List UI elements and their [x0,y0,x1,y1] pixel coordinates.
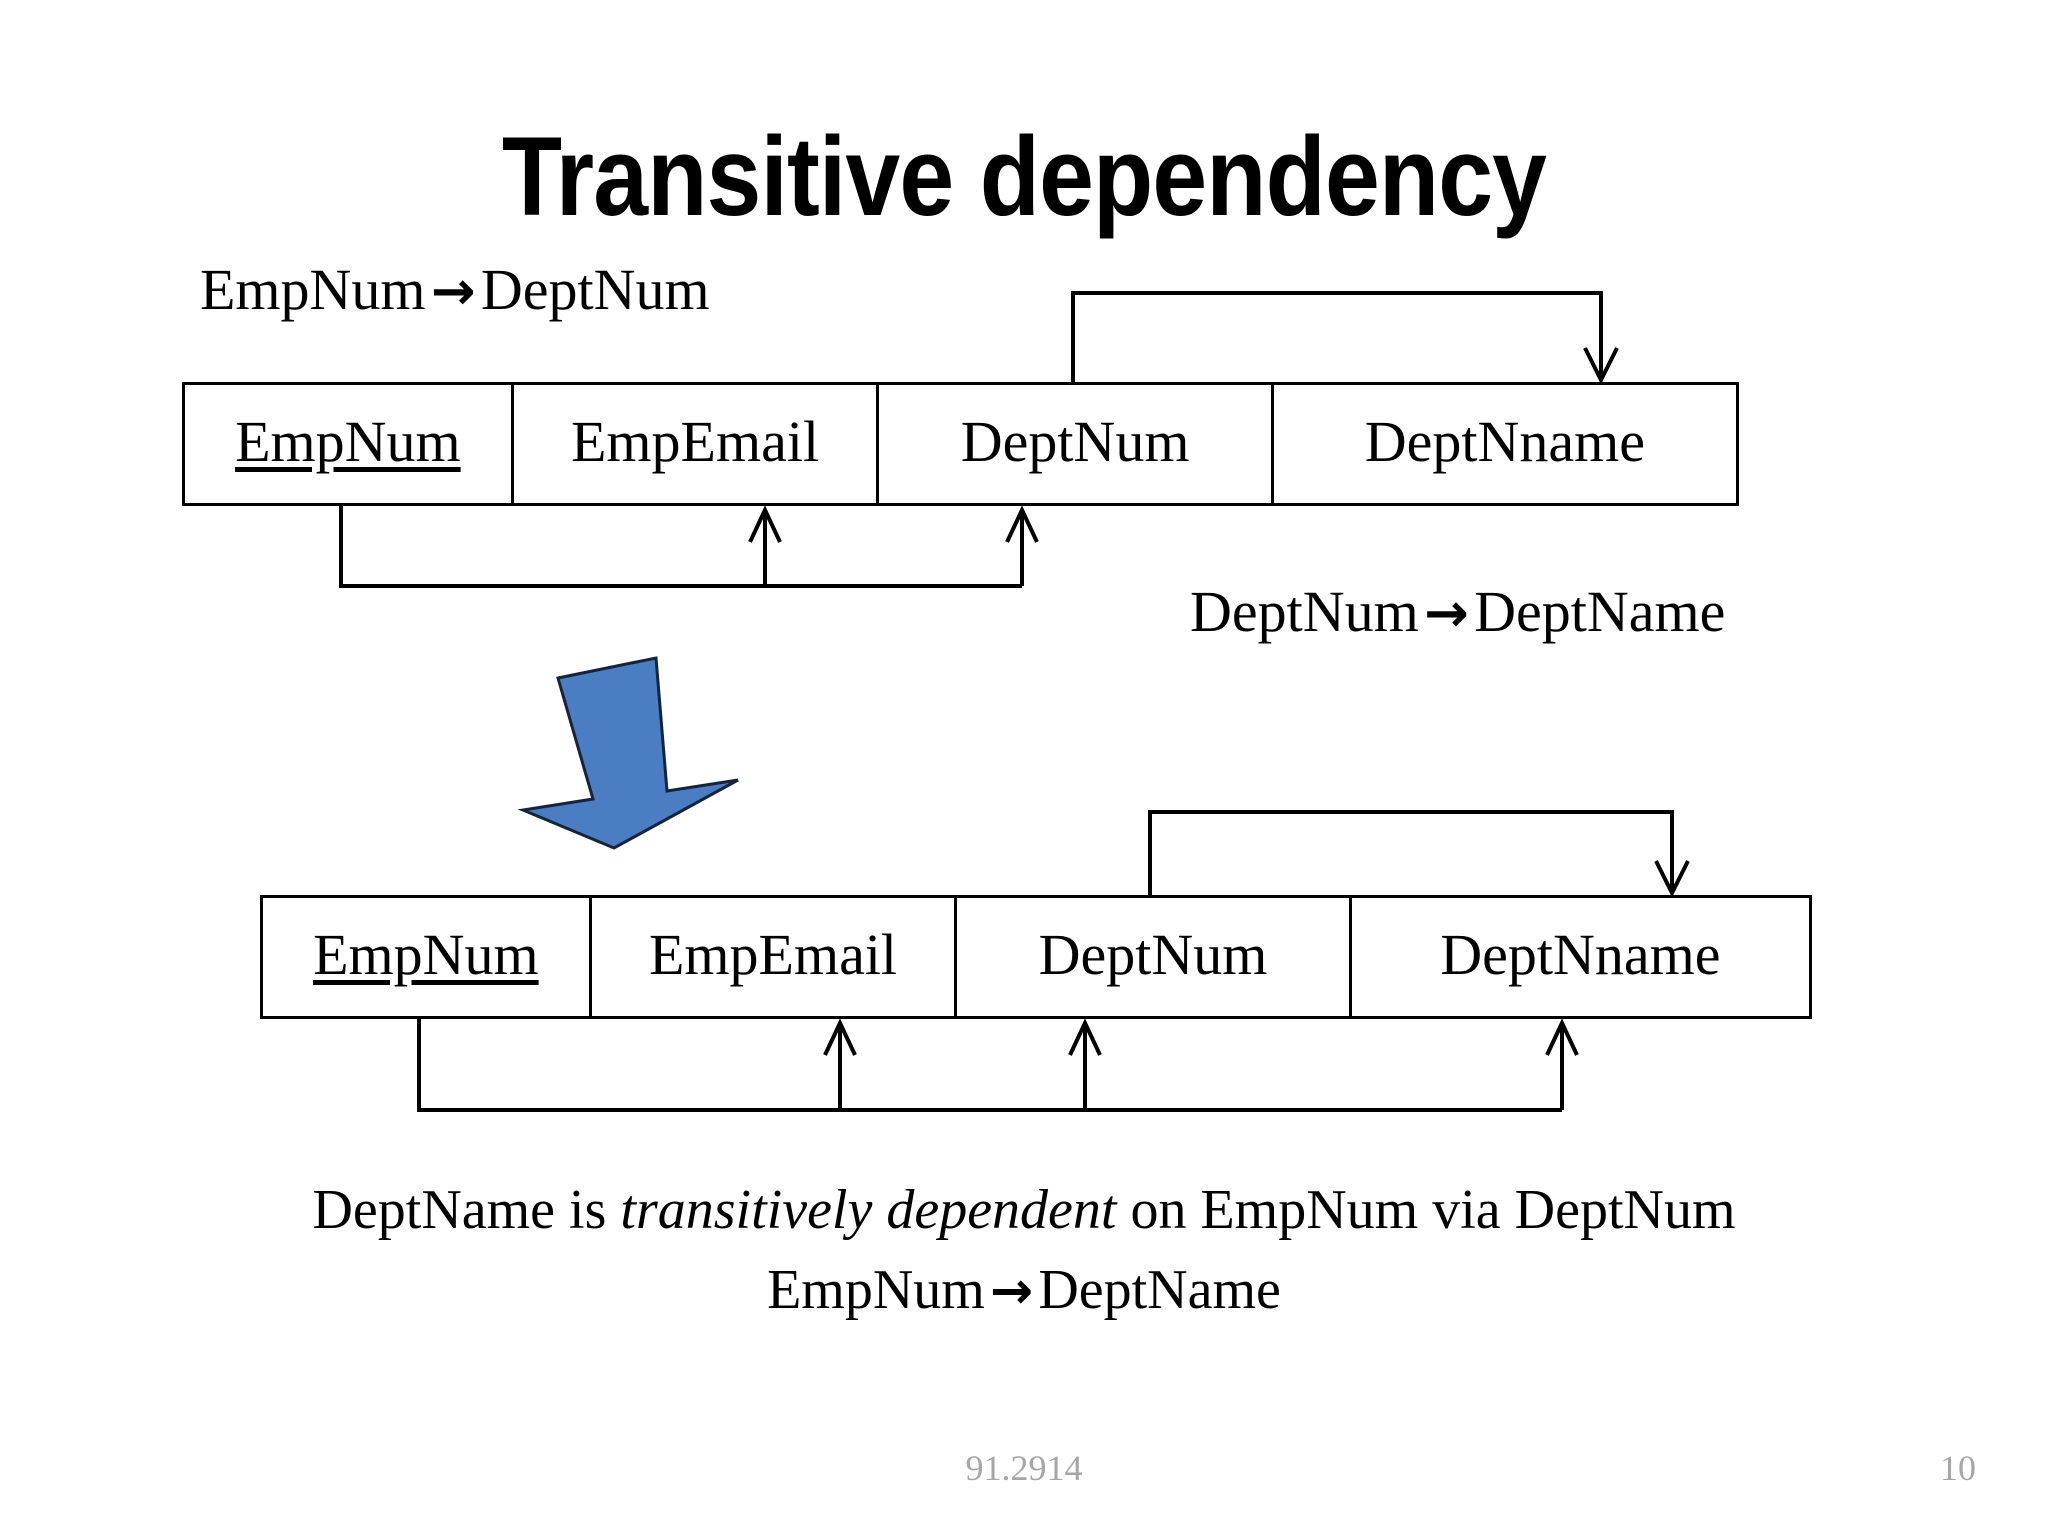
caption-part-1: DeptName is [312,1179,621,1241]
fd-annotation-deptnum-deptname: DeptNum→DeptName [1190,580,1725,644]
relation-table-bottom: EmpNum EmpEmail DeptNum DeptNname [260,895,1812,1019]
footer-course-code: 91.2914 [965,1448,1083,1488]
attribute-cell-deptnname: DeptNname [1352,898,1809,1016]
blue-down-arrow-icon [517,656,739,850]
fd-rhs-label: DeptNum [480,257,710,322]
connector-empnum-to-others-top [339,505,1039,588]
page-number: 10 [1940,1448,1976,1488]
fd-annotation-empnum-deptnum: EmpNum→DeptNum [200,258,710,322]
caption-transitive-dependency: DeptName is transitively dependent on Em… [0,1178,2048,1242]
attribute-cell-empnum: EmpNum [185,385,514,503]
attribute-cell-empemail: EmpEmail [592,898,958,1016]
fd-lhs-label: EmpNum [200,257,426,322]
attribute-label: EmpEmail [571,408,820,474]
attribute-cell-deptnum: DeptNum [879,385,1274,503]
fd-lhs-label: EmpNum [767,1259,985,1321]
arrow-right-icon: → [430,259,476,322]
caption-emphasis: transitively dependent [620,1179,1117,1241]
caption-part-2: on EmpNum via DeptNum [1116,1179,1736,1241]
caption-fd-empnum-deptname: EmpNum→DeptName [0,1258,2048,1322]
attribute-cell-deptnum: DeptNum [957,898,1352,1016]
fd-rhs-label: DeptName [1038,1259,1281,1321]
attribute-label: DeptNum [1038,921,1268,987]
attribute-label: DeptNname [1440,921,1721,987]
arrow-right-icon: → [990,1261,1034,1321]
relation-table-top: EmpNum EmpEmail DeptNum DeptNname [182,382,1739,506]
attribute-label: EmpNum [313,921,539,987]
connector-deptnum-to-deptnname-top [1071,291,1619,385]
attribute-label: EmpNum [235,408,461,474]
page-title: Transitive dependency [501,114,1547,239]
attribute-label: DeptNname [1364,408,1646,474]
fd-lhs-label: DeptNum [1190,579,1419,644]
attribute-cell-empemail: EmpEmail [514,385,880,503]
connector-deptnum-to-deptnname-bottom [1148,810,1690,898]
attribute-cell-deptnname: DeptNname [1274,385,1736,503]
arrow-right-icon: → [1424,581,1469,644]
attribute-label: EmpEmail [648,921,898,987]
connector-empnum-to-others-bottom [417,1018,1579,1112]
attribute-cell-empnum: EmpNum [263,898,592,1016]
fd-rhs-label: DeptName [1474,579,1726,644]
attribute-label: DeptNum [960,408,1190,474]
